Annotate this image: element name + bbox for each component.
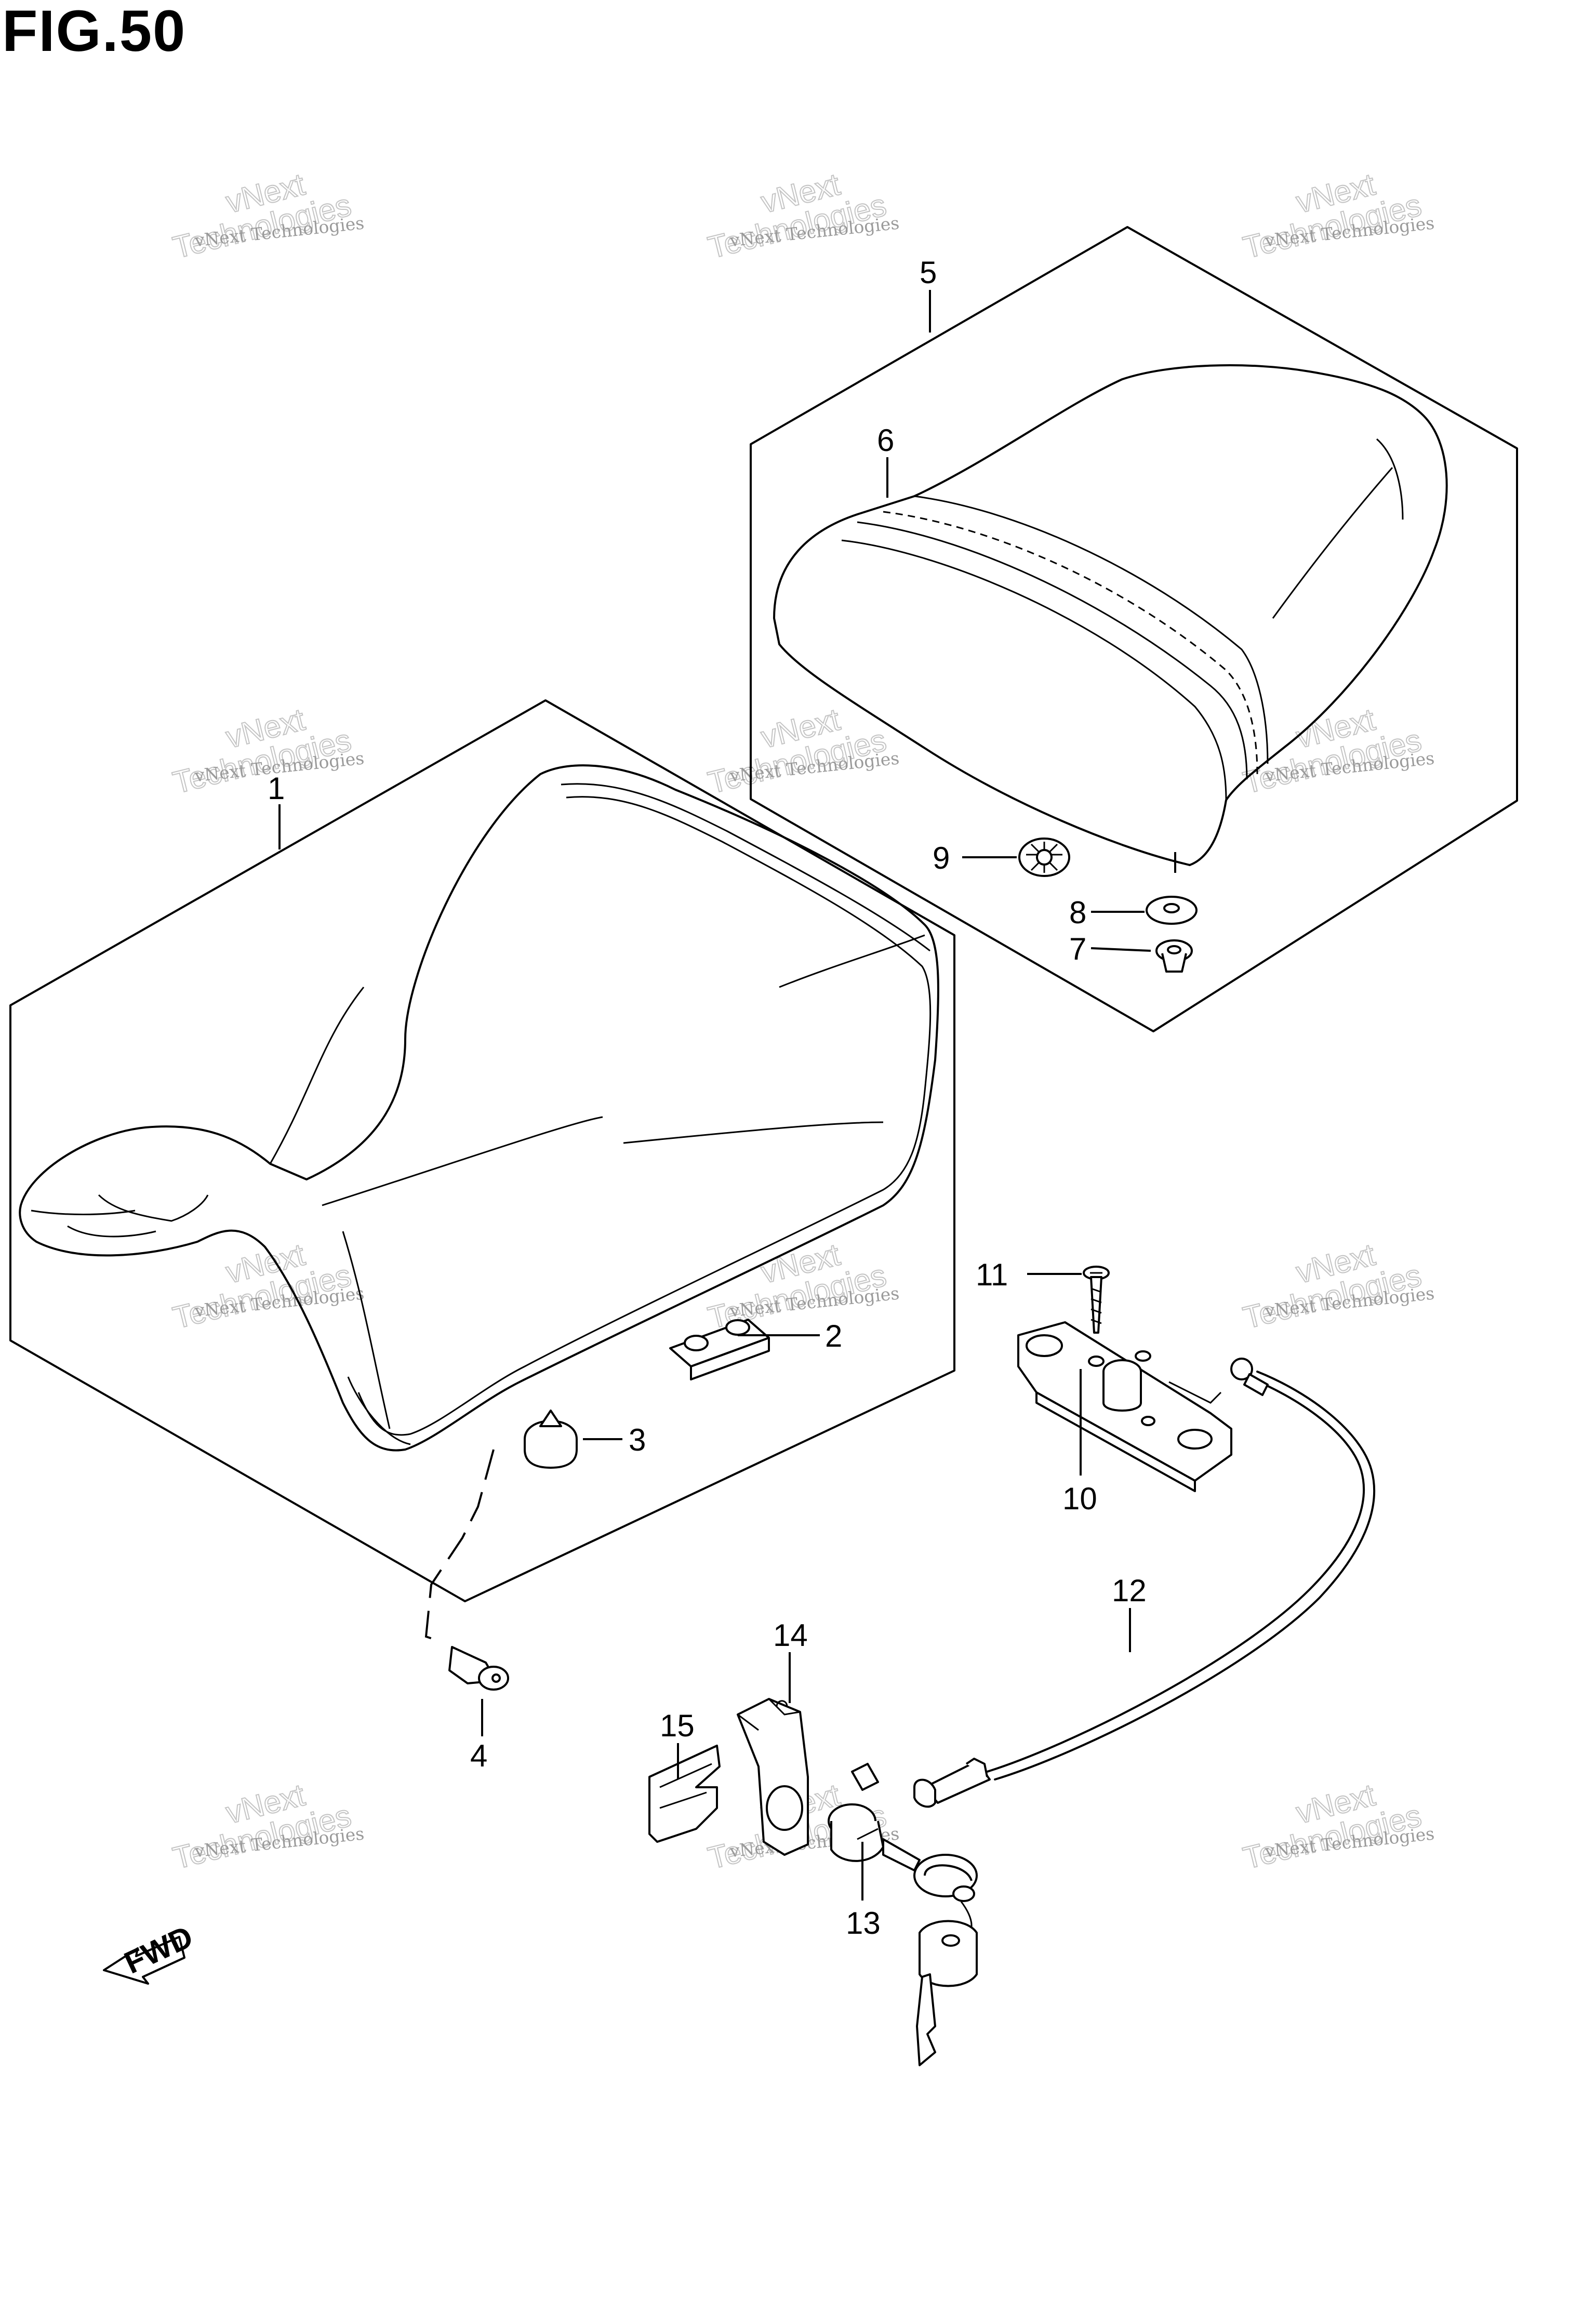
rear-seat-group-outline [750, 226, 1518, 1032]
watermark: Technologies vNext vNext Technologies [1239, 166, 1435, 265]
callout-6: 6 [877, 423, 894, 458]
rubber-cushion-9 [1018, 838, 1070, 877]
watermark: Technologies vNext vNext Technologies [704, 166, 900, 265]
seat-lock-assembly [648, 1266, 1376, 2066]
callout-4: 4 [470, 1738, 487, 1773]
callout-11: 11 [976, 1257, 1008, 1292]
leader-lines [278, 290, 1151, 1901]
front-seat-group-outline [9, 699, 955, 1602]
mount-leader-line [424, 1449, 495, 1643]
fwd-direction-arrow: FWD [103, 1919, 198, 1985]
callout-12: 12 [1112, 1573, 1147, 1608]
bracket-14 [737, 1698, 809, 1856]
washer-8 [1146, 852, 1198, 925]
rear-seat-cushion [773, 364, 1448, 866]
callout-labels: 1 2 3 4 5 6 7 8 9 10 11 12 13 14 15 [268, 255, 1147, 1941]
watermark: Technologies vNext vNext Technologies [169, 1777, 365, 1876]
front-seat-cushion [19, 764, 939, 1452]
callout-10: 10 [1062, 1481, 1097, 1516]
callout-2: 2 [825, 1319, 842, 1353]
callout-3: 3 [629, 1423, 646, 1457]
front-seat-assembly [9, 699, 955, 1691]
callout-9: 9 [933, 841, 950, 875]
watermark: Technologies vNext vNext Technologies [1239, 1777, 1435, 1876]
bolt-4 [448, 1646, 509, 1691]
screw-11 [1083, 1266, 1110, 1334]
callout-7: 7 [1069, 932, 1086, 966]
callout-8: 8 [1069, 895, 1086, 930]
callout-1: 1 [268, 771, 285, 806]
callout-15: 15 [660, 1708, 695, 1743]
seat-lock-cable-12 [913, 1358, 1376, 1808]
watermark: Technologies vNext vNext Technologies [1239, 701, 1435, 801]
watermark: Technologies vNext vNext Technologies [169, 166, 365, 265]
figure-title: FIG.50 [2, 0, 187, 63]
watermark: Technologies vNext vNext Technologies [704, 701, 900, 801]
nut-7 [1155, 939, 1193, 973]
lock-cylinder-13 [828, 1763, 978, 2066]
rear-seat-assembly [750, 226, 1518, 1032]
lock-bracket-10 [1017, 1321, 1232, 1492]
callout-13: 13 [846, 1906, 881, 1941]
callout-5: 5 [920, 255, 937, 290]
clip-15 [648, 1745, 721, 1843]
watermark: Technologies vNext vNext Technologies [1239, 1237, 1435, 1336]
fwd-label: FWD [119, 1919, 198, 1980]
cushion-3 [524, 1410, 578, 1469]
callout-14: 14 [773, 1618, 808, 1653]
